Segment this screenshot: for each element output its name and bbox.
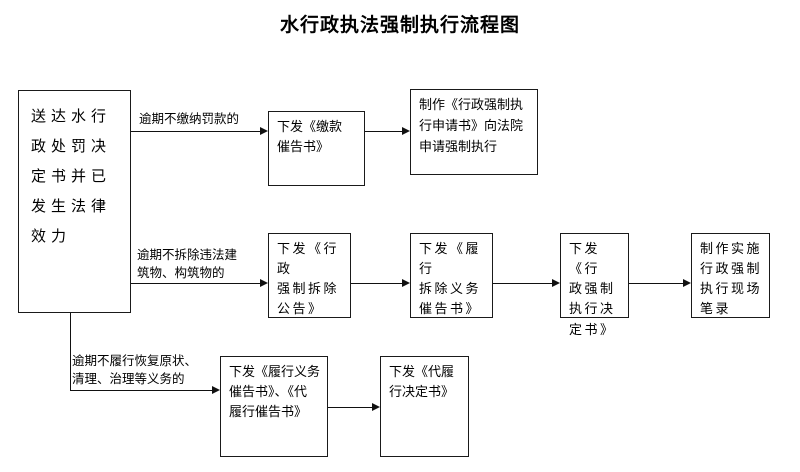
node-r3c1: 下发《履行义务 催告书》、《代 履行催告书》: [220, 356, 328, 457]
node-r1c1: 下发《缴款 催告书》: [268, 111, 365, 186]
edge-label-branch3: 逾期不履行恢复原状、 清理、治理等义务的: [72, 353, 198, 387]
connector-r2c3-to-r2c4: [629, 283, 687, 284]
arrowhead-start-to-r1c1: [260, 126, 268, 135]
node-r2c3: 下发《行 政强制 执行决 定书》: [560, 233, 629, 338]
arrowhead-start-to-r2c1: [260, 278, 268, 287]
node-r2c4: 制作实施 行政强制 执行现场 笔录: [691, 233, 770, 318]
connector-r1c1-to-r1c2: [365, 131, 406, 132]
edge-label-branch1: 逾期不缴纳罚款的: [139, 111, 240, 126]
connector-start-to-r2c1: [131, 283, 264, 284]
arrowhead-r1c1-to-r1c2: [402, 126, 410, 135]
connector-start-to-r1c1: [131, 131, 264, 132]
node-r2c1: 下发《行政 强制拆除 公告》: [268, 233, 351, 318]
node-r3c2: 下发《代履 行决定书》: [380, 356, 469, 457]
connector-r2c2-to-r2c3: [493, 283, 556, 284]
connector-r2c1-to-r2c2: [351, 283, 406, 284]
arrowhead-r3c1-to-r3c2: [372, 402, 380, 411]
connector-branch3-to-r3c1: [70, 390, 216, 391]
connector-start-down-branch3: [70, 313, 71, 391]
page-title: 水行政执法强制执行流程图: [279, 14, 520, 36]
node-start: 送达水行政处罚决定书并已发生法律效力: [18, 90, 131, 313]
node-r2c2: 下发《履行 拆除义务 催告书》: [410, 233, 493, 318]
arrowhead-r2c2-to-r2c3: [552, 278, 560, 287]
connector-r3c1-to-r3c2: [328, 407, 376, 408]
edge-label-branch2: 逾期不拆除违法建 筑物、构筑物的: [137, 247, 238, 281]
arrowhead-branch3-to-r3c1: [212, 385, 220, 394]
arrowhead-r2c1-to-r2c2: [402, 278, 410, 287]
arrowhead-r2c3-to-r2c4: [683, 278, 691, 287]
node-r1c2: 制作《行政强制执 行申请书》向法院 申请强制执行: [410, 89, 538, 175]
